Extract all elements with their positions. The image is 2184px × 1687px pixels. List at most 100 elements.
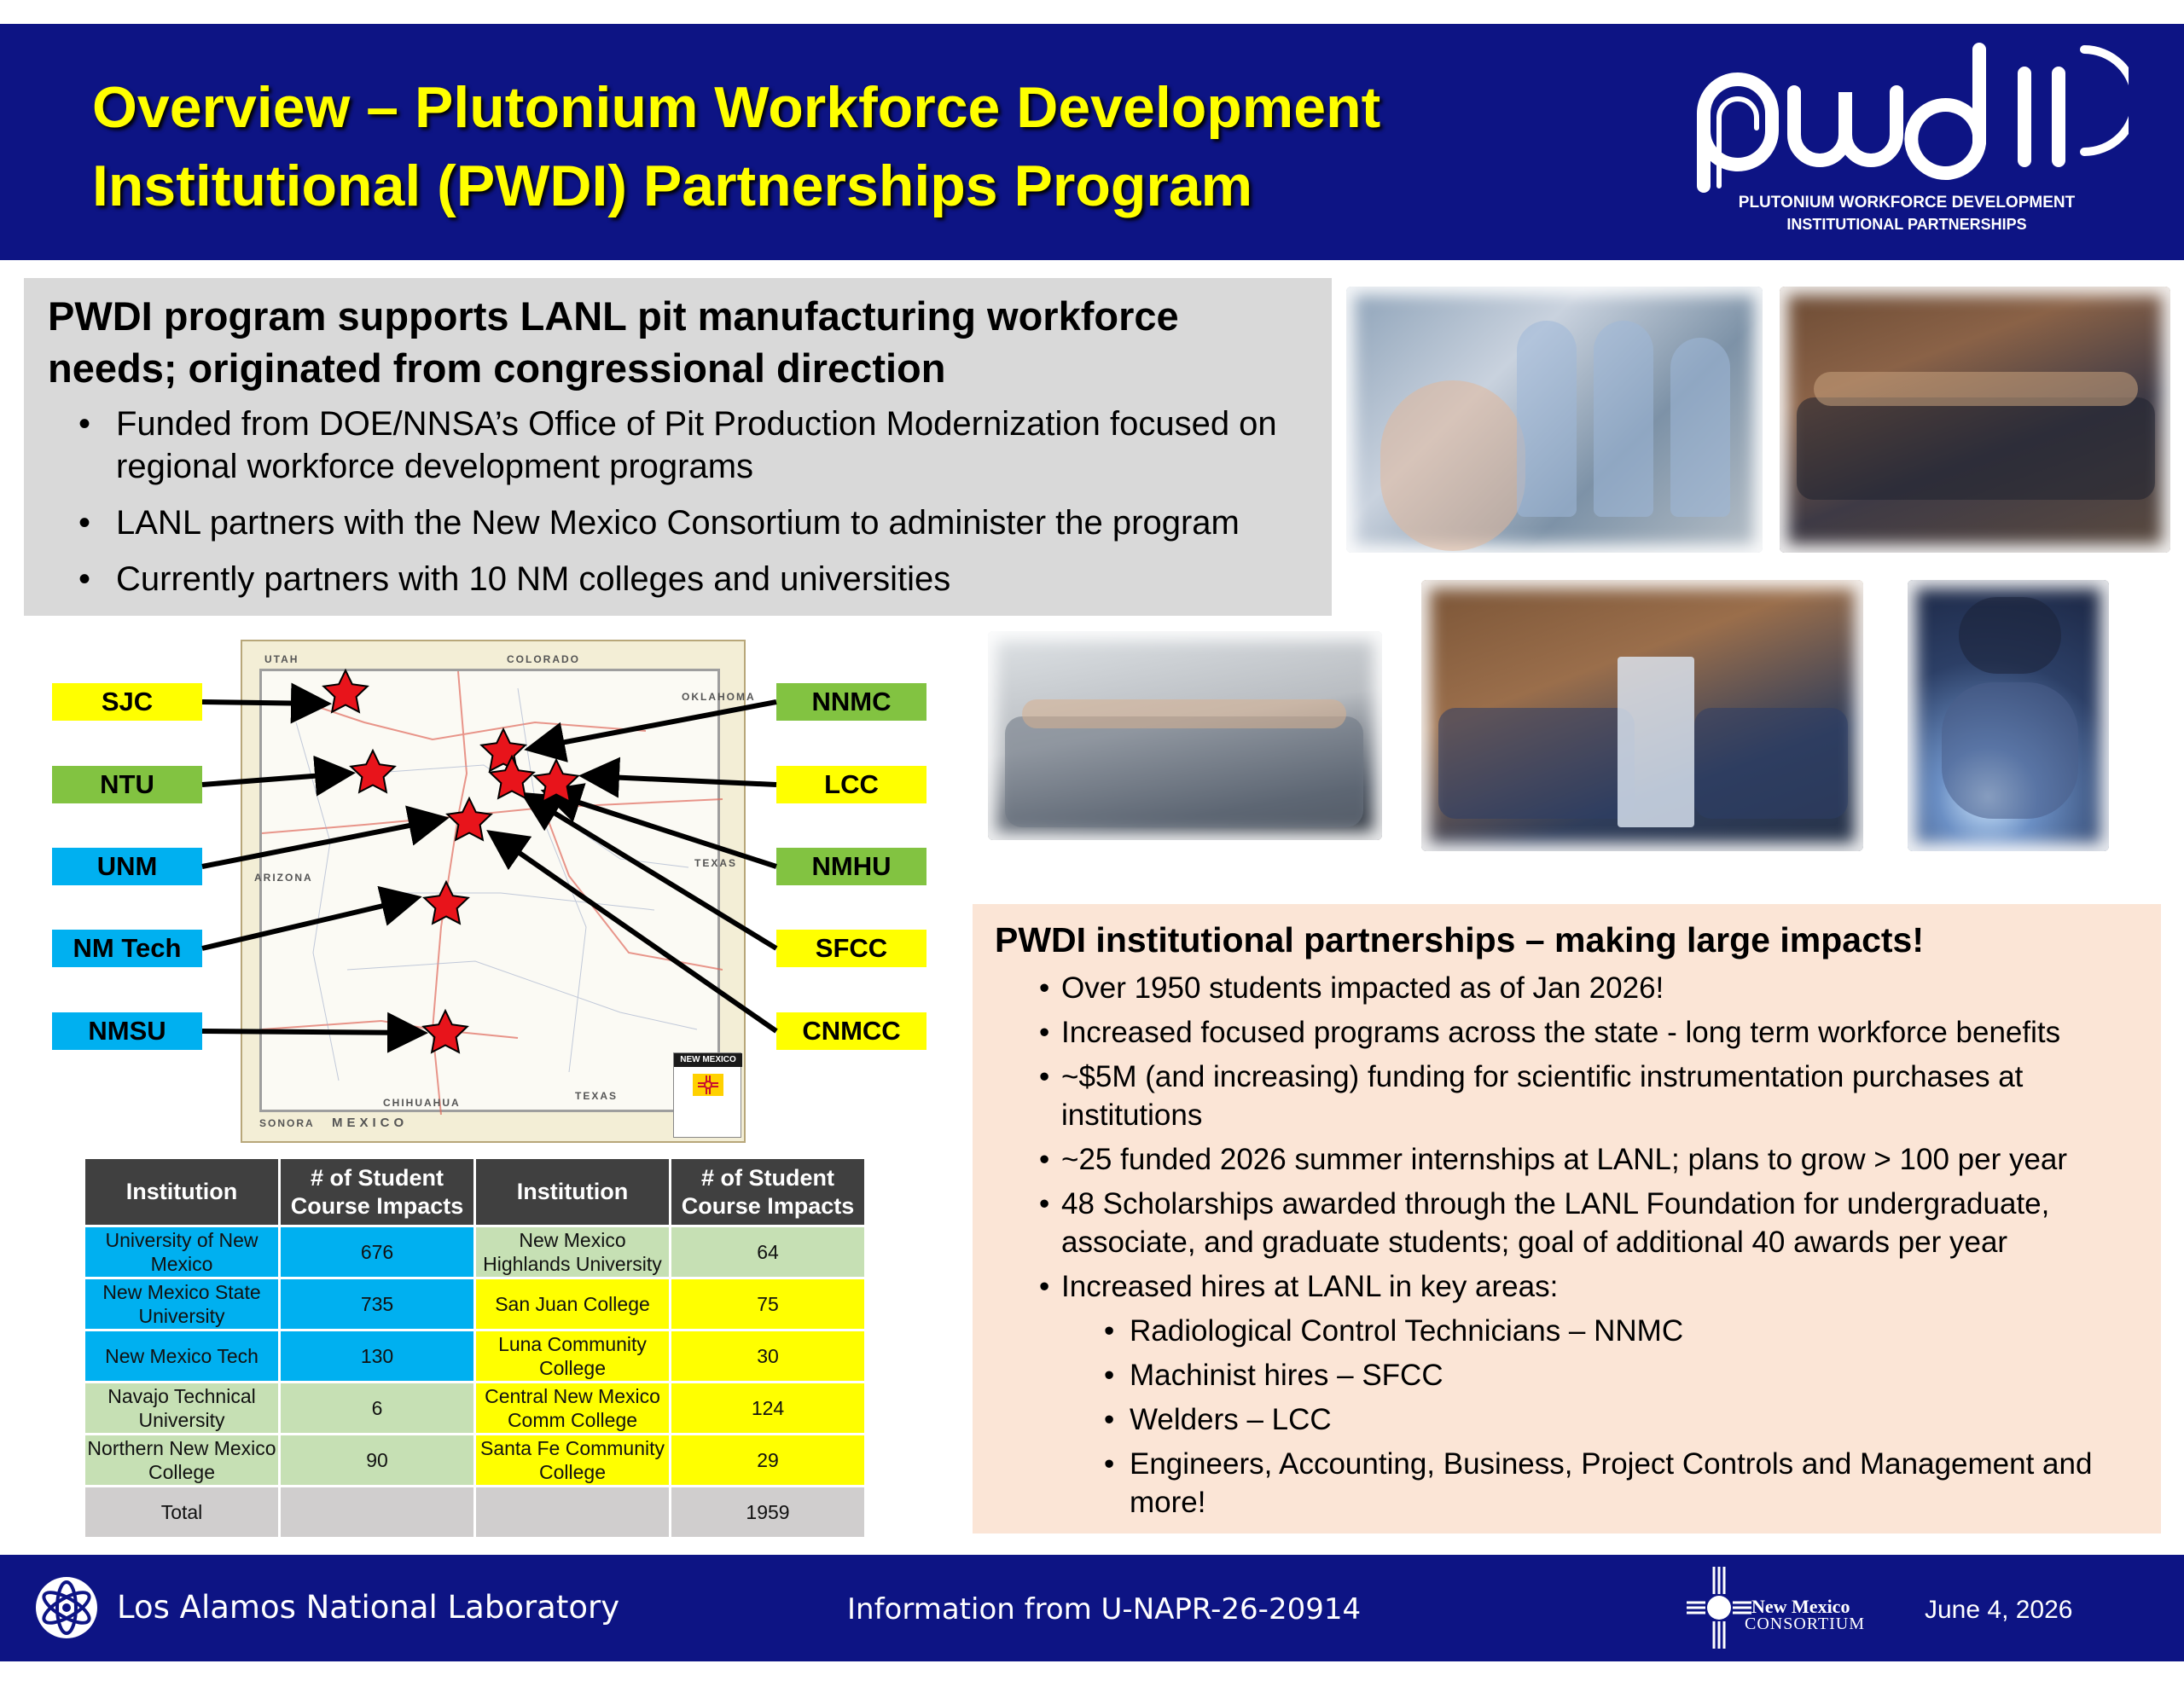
map-tag-nmhu: NMHU	[776, 848, 926, 885]
table-cell-impacts: 64	[671, 1227, 864, 1277]
impacts-bullet: ~$5M (and increasing) funding for scient…	[995, 1058, 2139, 1134]
logo-subtitle-1: PLUTONIUM WORKFORCE DEVELOPMENT	[1738, 194, 2076, 212]
impacts-bullet: Increased focused programs across the st…	[995, 1013, 2139, 1052]
header-banner: Overview – Plutonium Workforce Developme…	[0, 24, 2184, 260]
map-tag-nnmc: NNMC	[776, 683, 926, 721]
impacts-bullet: ~25 funded 2026 summer internships at LA…	[995, 1140, 2139, 1179]
new-mexico-map: UTAH COLORADO OKLAHOMA ARIZONA TEXAS TEX…	[241, 640, 754, 1143]
pwdi-logo: PLUTONIUM WORKFORCE DEVELOPMENT INSTITUT…	[1685, 32, 2140, 256]
table-cell-institution: San Juan College	[476, 1279, 669, 1329]
map-state-badge: NEW MEXICO	[673, 1052, 742, 1138]
impacts-bullet: Increased hires at LANL in key areas:	[995, 1267, 2139, 1306]
map-state-area	[259, 669, 723, 1116]
table-empty-cell	[281, 1487, 473, 1537]
table-cell-institution: Santa Fe Community College	[476, 1435, 669, 1485]
col-header-impacts: # of Student Course Impacts	[281, 1159, 473, 1225]
table-header-row: Institution # of Student Course Impacts …	[85, 1159, 864, 1225]
logo-subtitle-2: INSTITUTIONAL PARTNERSHIPS	[1786, 216, 2027, 233]
impacts-sub-bullet: Engineers, Accounting, Business, Project…	[995, 1445, 2139, 1522]
summary-bullet: Currently partners with 10 NM colleges a…	[48, 558, 1308, 600]
summary-bullet: LANL partners with the New Mexico Consor…	[48, 501, 1308, 544]
table-total-value: 1959	[671, 1487, 864, 1537]
photo-group-stairs	[1780, 287, 2170, 553]
col-header-institution: Institution	[85, 1159, 278, 1225]
nmc-logo-line1: New Mexico	[1751, 1596, 1850, 1617]
col-header-impacts-2: # of Student Course Impacts	[671, 1159, 864, 1225]
footer-date: June 4, 2026	[1925, 1596, 2073, 1624]
table-row: Navajo Technical University 6 Central Ne…	[85, 1383, 864, 1433]
photo-lab-selfie	[1346, 287, 1763, 553]
impacts-heading: PWDI institutional partnerships – making…	[995, 920, 1924, 959]
map-tag-nmtech: NM Tech	[52, 930, 202, 967]
table-cell-institution: New Mexico Highlands University	[476, 1227, 669, 1277]
nmc-logo: New Mexico CONSORTIUM	[1685, 1565, 1890, 1650]
map-label-chihuahua: CHIHUAHUA	[383, 1097, 461, 1109]
map-tag-lcc: LCC	[776, 766, 926, 803]
impacts-box: PWDI institutional partnerships – making…	[973, 904, 2161, 1533]
map-tag-ntu: NTU	[52, 766, 202, 803]
map-label-arizona: ARIZONA	[254, 872, 313, 884]
table-cell-institution: Central New Mexico Comm College	[476, 1383, 669, 1433]
impact-table: Institution # of Student Course Impacts …	[83, 1157, 867, 1539]
table-cell-impacts: 30	[671, 1331, 864, 1381]
map-label-texas-south: TEXAS	[575, 1090, 619, 1102]
map-tag-sfcc: SFCC	[776, 930, 926, 967]
table-cell-impacts: 6	[281, 1383, 473, 1433]
impacts-sub-bullet: Machinist hires – SFCC	[995, 1356, 2139, 1394]
title-line-2: Institutional (PWDI) Partnerships Progra…	[92, 154, 1253, 218]
map-label-mexico: MEXICO	[332, 1116, 409, 1130]
map-label-colorado: COLORADO	[507, 653, 580, 665]
table-row: New Mexico State University 735 San Juan…	[85, 1279, 864, 1329]
summary-bullet-list: Funded from DOE/NNSA’s Office of Pit Pro…	[48, 403, 1308, 600]
zia-sun-icon	[1687, 1567, 1751, 1649]
col-header-institution-2: Institution	[476, 1159, 669, 1225]
map-label-utah: UTAH	[264, 653, 299, 665]
map-label-sonora: SONORA	[259, 1117, 315, 1129]
table-cell-impacts: 29	[671, 1435, 864, 1485]
summary-bullet: Funded from DOE/NNSA’s Office of Pit Pro…	[48, 403, 1308, 488]
impacts-bullet: Over 1950 students impacted as of Jan 20…	[995, 969, 2139, 1007]
table-cell-impacts: 124	[671, 1383, 864, 1433]
pwdi-logo-mark	[1697, 43, 2140, 193]
table-row: Northern New Mexico College 90 Santa Fe …	[85, 1435, 864, 1485]
photo-large-group	[1421, 580, 1863, 851]
table-cell-institution: New Mexico State University	[85, 1279, 278, 1329]
footer-info: Information from U-NAPR-26-20914	[847, 1592, 1362, 1626]
table-total-label: Total	[85, 1487, 278, 1537]
impacts-sub-bullet: Welders – LCC	[995, 1400, 2139, 1439]
table-total-row: Total 1959	[85, 1487, 864, 1537]
nm-flag-icon	[693, 1074, 723, 1096]
map-label-oklahoma: OKLAHOMA	[682, 691, 756, 703]
table-empty-cell	[476, 1487, 669, 1537]
title-line-1: Overview – Plutonium Workforce Developme…	[92, 75, 1381, 140]
footer-banner: Los Alamos National Laboratory Informati…	[0, 1555, 2184, 1661]
table-cell-impacts: 130	[281, 1331, 473, 1381]
lanl-logo-icon	[36, 1577, 97, 1638]
map-badge-label: NEW MEXICO	[674, 1053, 742, 1067]
table-cell-institution: Northern New Mexico College	[85, 1435, 278, 1485]
table-cell-institution: Luna Community College	[476, 1331, 669, 1381]
summary-heading: PWDI program supports LANL pit manufactu…	[48, 293, 1179, 391]
table-cell-institution: New Mexico Tech	[85, 1331, 278, 1381]
map-tag-cnmcc: CNMCC	[776, 1012, 926, 1050]
map-tag-unm: UNM	[52, 848, 202, 885]
impacts-bullet: 48 Scholarships awarded through the LANL…	[995, 1185, 2139, 1261]
page-title: Overview – Plutonium Workforce Developme…	[92, 68, 1628, 225]
table-cell-institution: University of New Mexico	[85, 1227, 278, 1277]
table-cell-institution: Navajo Technical University	[85, 1383, 278, 1433]
photo-lab-group	[988, 631, 1382, 840]
nmc-logo-line2: CONSORTIUM	[1745, 1615, 1866, 1633]
table-row: University of New Mexico 676 New Mexico …	[85, 1227, 864, 1277]
impacts-sub-bullet: Radiological Control Technicians – NNMC	[995, 1312, 2139, 1350]
table-cell-impacts: 75	[671, 1279, 864, 1329]
table-cell-impacts: 735	[281, 1279, 473, 1329]
table-row: New Mexico Tech 130 Luna Community Colle…	[85, 1331, 864, 1381]
impacts-bullet-list: Over 1950 students impacted as of Jan 20…	[995, 969, 2139, 1522]
photo-welder	[1908, 580, 2109, 851]
map-tag-sjc: SJC	[52, 683, 202, 721]
table-cell-impacts: 676	[281, 1227, 473, 1277]
map-roads	[261, 670, 723, 1116]
program-summary-box: PWDI program supports LANL pit manufactu…	[24, 278, 1332, 616]
map-label-texas-east: TEXAS	[694, 857, 738, 869]
table-cell-impacts: 90	[281, 1435, 473, 1485]
